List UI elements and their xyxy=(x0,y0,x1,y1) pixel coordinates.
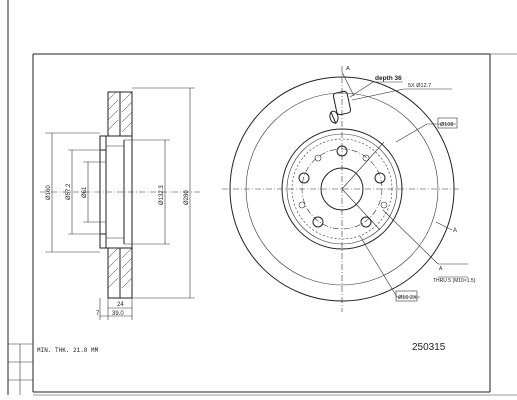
min-thickness-note: MIN. THK. 21.8 MM xyxy=(37,347,99,354)
dim-bore: Ø61 xyxy=(82,186,88,198)
section-marker-top xyxy=(329,71,355,125)
label-a-top: A xyxy=(346,66,350,72)
callout-depth: depth 36 xyxy=(375,75,402,82)
dim-inner-ring: Ø132.3 xyxy=(159,185,165,205)
drawing-frame xyxy=(7,0,517,396)
dim-offset: 39.0 xyxy=(112,311,124,317)
hatch-bottom xyxy=(107,247,133,289)
callout-label: A xyxy=(439,266,443,272)
callout-runout: Ø10 2X xyxy=(398,295,417,301)
dim-hat-inner: Ø57.2 xyxy=(66,183,72,200)
dim-thickness: 24 xyxy=(117,302,124,308)
dim-hat-diameter: Ø160 xyxy=(46,185,52,200)
lug-hole xyxy=(360,216,372,228)
locator-holes xyxy=(298,154,388,209)
lug-hole xyxy=(298,172,310,184)
callout-box-runout xyxy=(395,290,418,302)
callout-thread: THRU 5 (M10×1.5) xyxy=(433,278,476,284)
part-number: 250315 xyxy=(412,342,446,353)
lug-hole xyxy=(336,145,348,157)
hatch-top xyxy=(107,91,133,133)
hat-section xyxy=(99,135,133,249)
side-section-view: Ø160 Ø57.2 Ø61 Ø132.3 Ø280 24 39.0 7 xyxy=(40,87,200,320)
callout-pcd: Ø108 xyxy=(440,122,453,128)
lug-holes xyxy=(298,145,386,228)
dim-overall-diameter: Ø280 xyxy=(184,190,190,205)
callout-holes: 5X Ø12.7 xyxy=(408,83,431,89)
callout-box-pcd xyxy=(437,117,458,129)
lug-hole xyxy=(312,216,324,228)
lug-hole xyxy=(374,172,386,184)
label-a: A xyxy=(453,228,457,234)
dim-flange: 7 xyxy=(96,311,100,317)
front-view: depth 36 5X Ø12.7 Ø108 Ø10 2X A THRU 5 (… xyxy=(222,66,476,312)
